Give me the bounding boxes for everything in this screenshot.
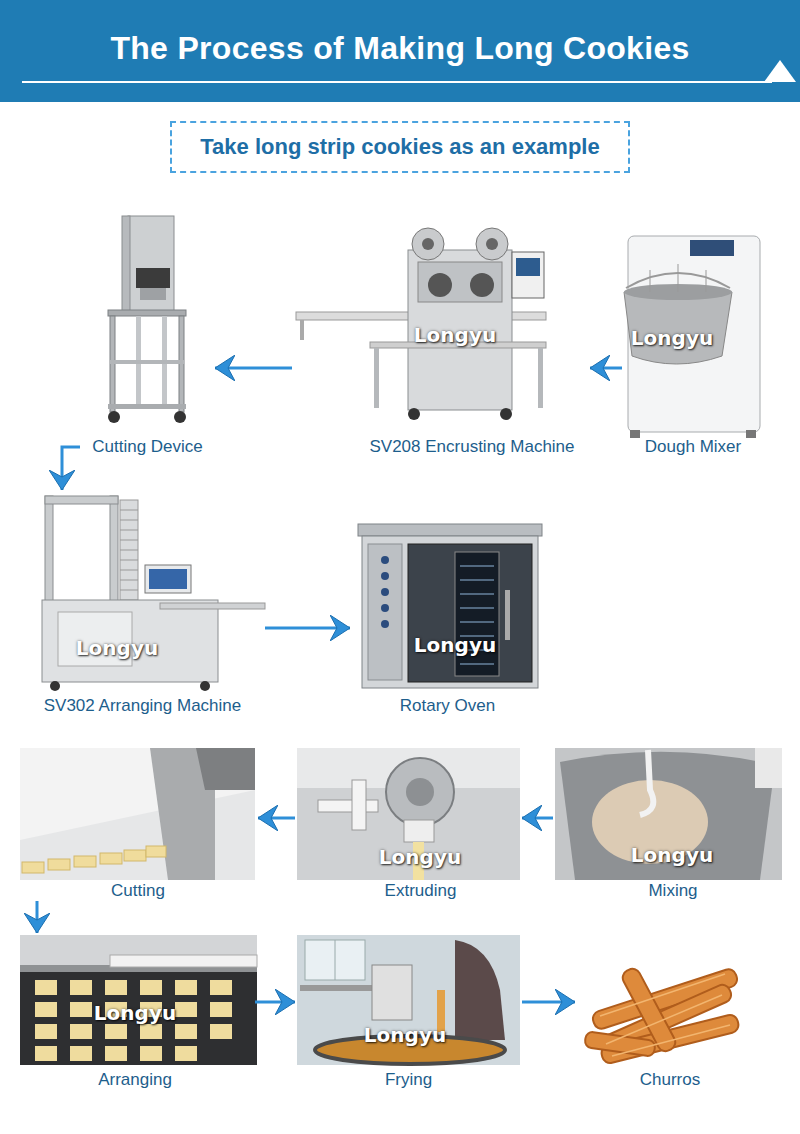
process-step: Mixing (553, 746, 784, 901)
header-bar (0, 0, 800, 102)
flow-arrow (590, 367, 622, 370)
flow-arrow (36, 901, 39, 933)
step-label: Arranging (15, 1070, 255, 1090)
arranging-machine-illustration (42, 496, 265, 691)
step-label: Frying (295, 1070, 522, 1090)
diagram-title: The Process of Making Long Cookies (110, 23, 689, 73)
flow-arrow (62, 447, 80, 490)
subtitle-text: Take long strip cookies as an example (200, 133, 599, 161)
process-step: Cutting Device (80, 212, 215, 457)
step-label: SV208 Encrusting Machine (292, 437, 590, 457)
flow-arrow (255, 1001, 295, 1004)
watermark: Longyu (414, 323, 496, 347)
process-step: Extruding (295, 746, 522, 901)
rotary-oven-illustration (358, 524, 542, 688)
watermark: Longyu (414, 633, 496, 657)
arranging-photo (20, 935, 257, 1065)
watermark: Longyu (94, 1001, 176, 1025)
process-step: Frying (295, 933, 522, 1090)
step-label: Cutting Device (80, 437, 215, 457)
dough-mixer-illustration (624, 236, 760, 438)
frying-photo (297, 935, 520, 1065)
watermark: Longyu (631, 843, 713, 867)
flow-arrow (258, 817, 295, 820)
step-label: SV302 Arranging Machine (20, 696, 265, 716)
step-label: Dough Mixer (622, 437, 764, 457)
step-label: Extruding (295, 881, 522, 901)
process-step: Cutting (18, 746, 258, 901)
watermark: Longyu (364, 1023, 446, 1047)
step-label: Churros (575, 1070, 765, 1090)
step-label: Rotary Oven (350, 696, 545, 716)
flow-arrow (522, 817, 553, 820)
watermark: Longyu (379, 845, 461, 869)
flow-arrow (215, 367, 292, 370)
flow-arrow (522, 1001, 575, 1004)
encrusting-machine-illustration (296, 228, 546, 420)
churros-photo (584, 966, 740, 1065)
cutting-photo (20, 748, 255, 880)
extruding-photo (297, 748, 520, 880)
mixing-photo (555, 748, 782, 880)
watermark: Longyu (76, 636, 158, 660)
process-step: SV302 Arranging Machine (20, 490, 265, 716)
title-area: The Process of Making Long Cookies (0, 22, 800, 74)
subtitle-box: Take long strip cookies as an example (170, 121, 629, 173)
watermark: Longyu (631, 326, 713, 350)
process-step: Rotary Oven (350, 520, 545, 716)
flow-arrow (265, 627, 350, 630)
process-step: Churros (575, 955, 765, 1090)
step-label: Mixing (553, 881, 784, 901)
cutting-device-illustration (108, 216, 186, 423)
step-label: Cutting (18, 881, 258, 901)
